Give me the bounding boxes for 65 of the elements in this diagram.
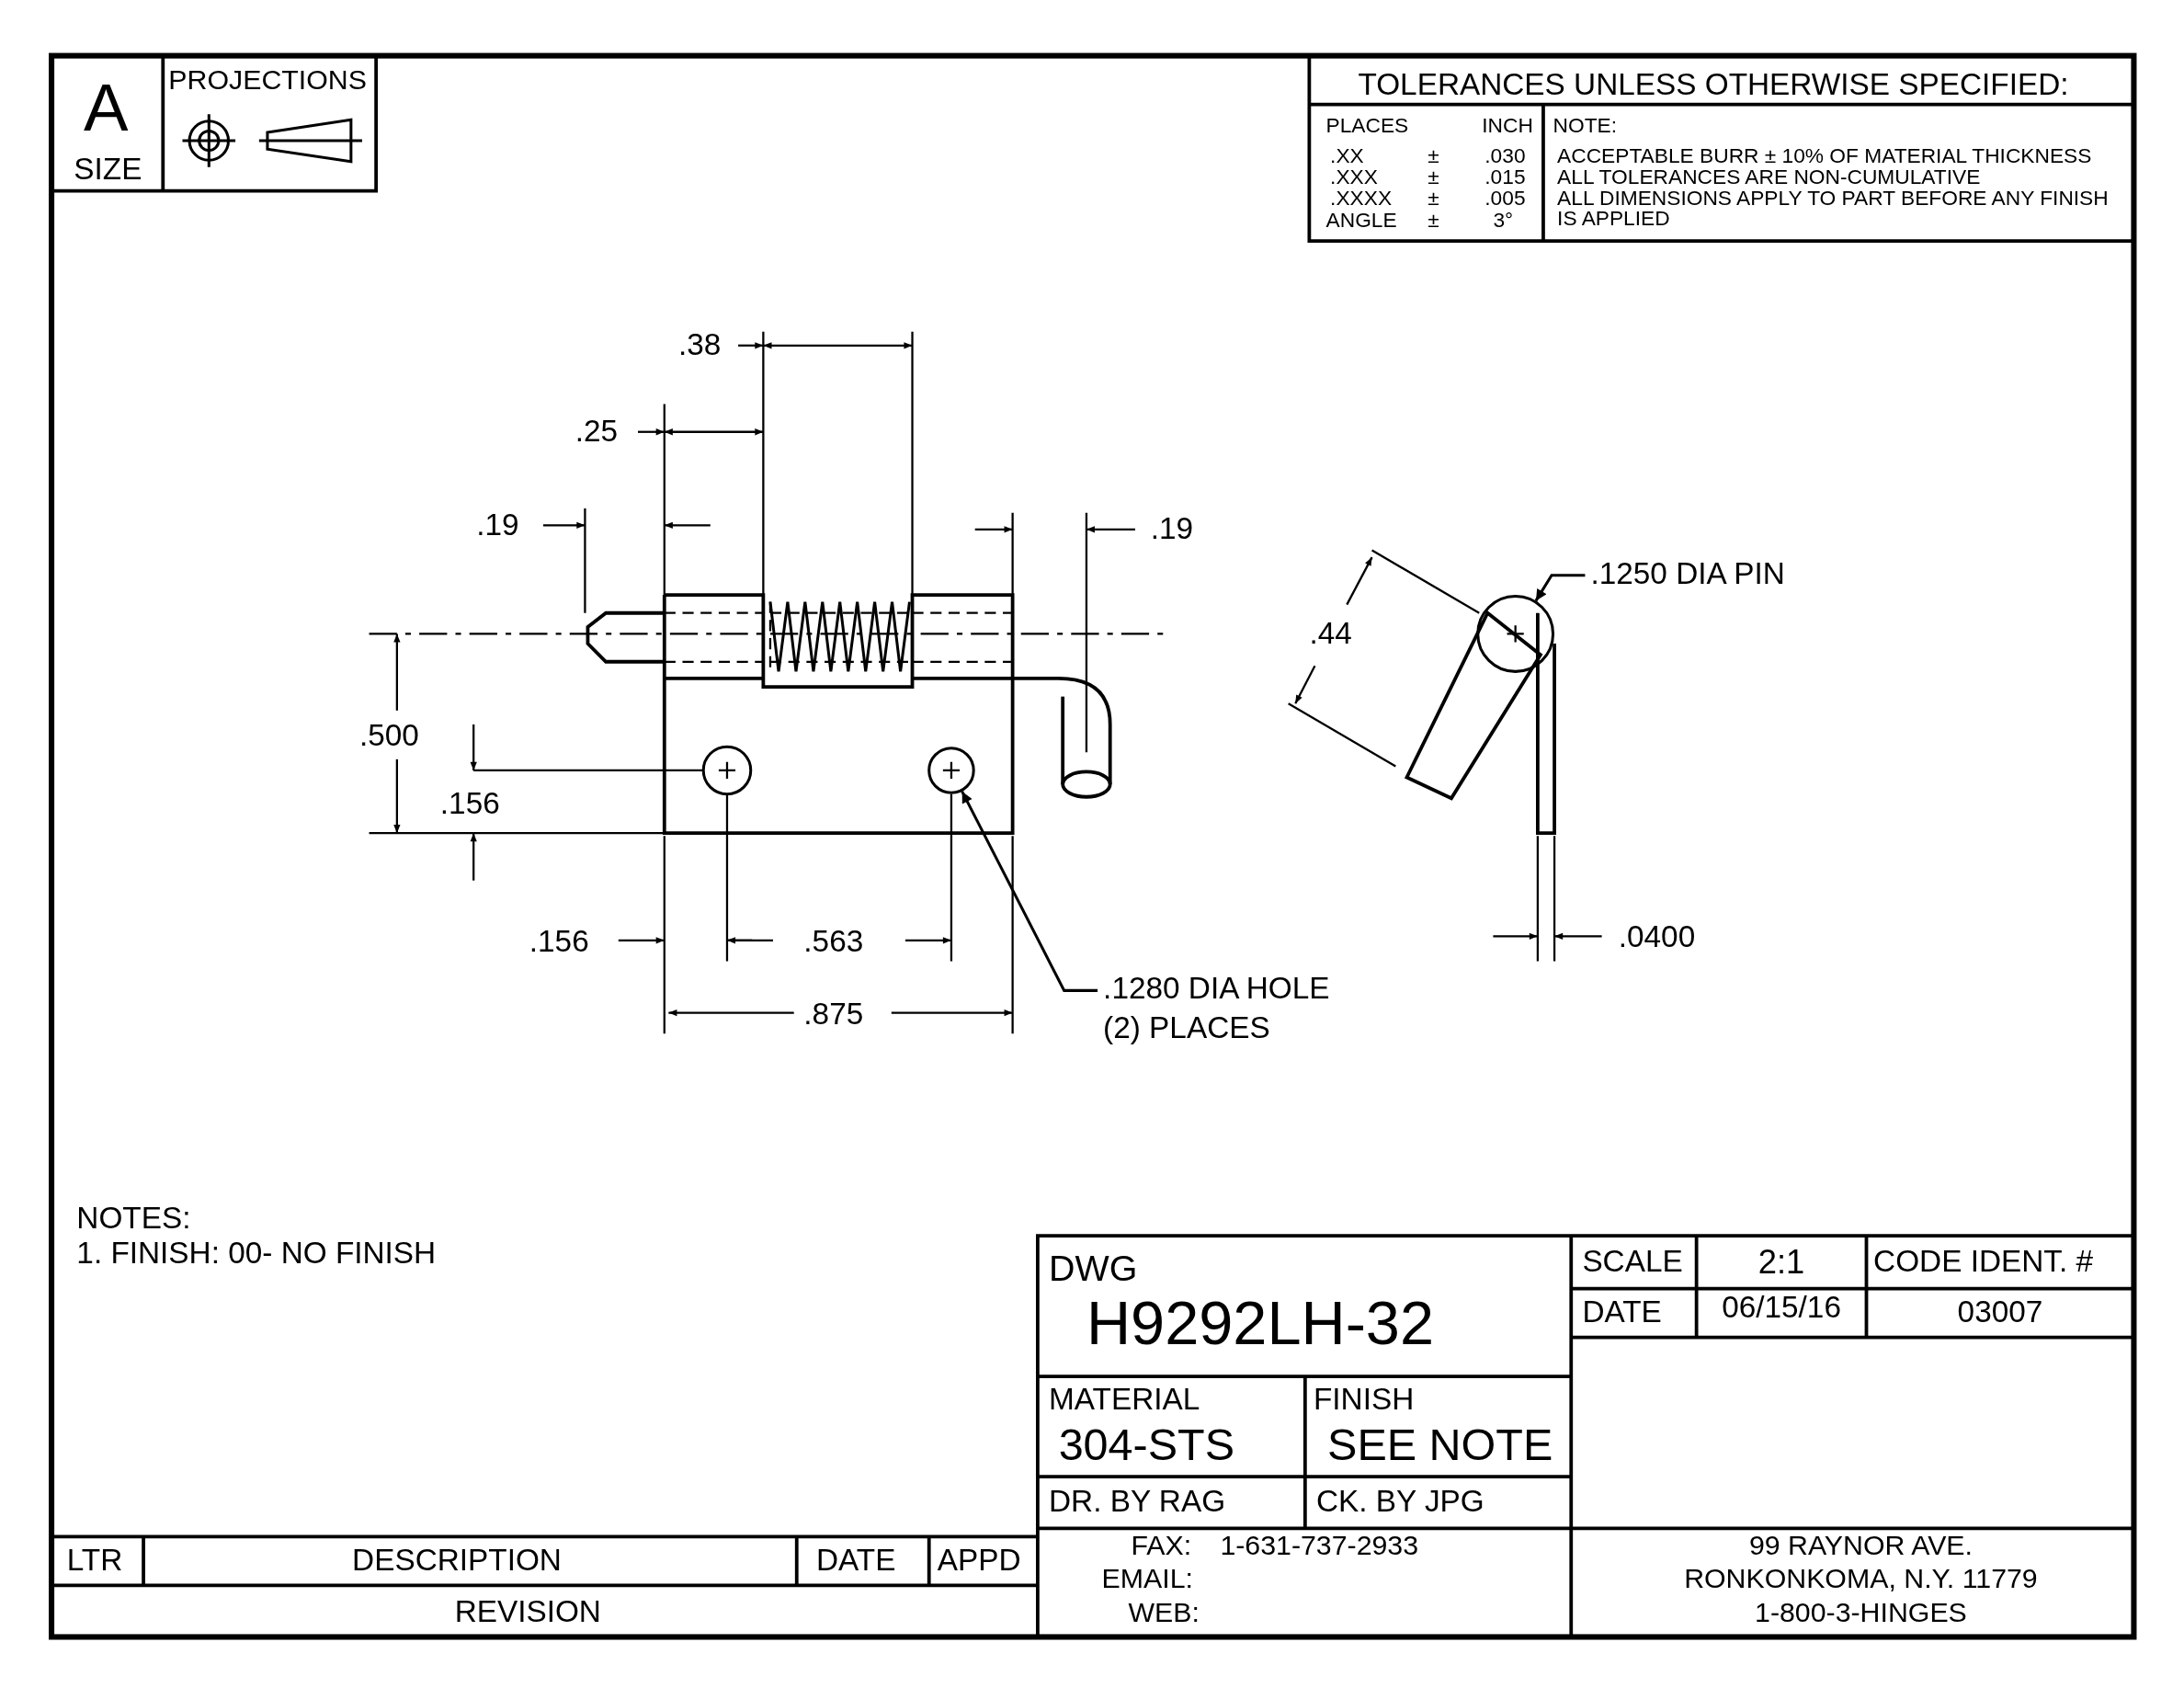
title-block-text: DESCRIPTION [352,1543,562,1578]
callout-text: .1250 DIA PIN [1590,554,1856,594]
callout-text: .1280 DIA HOLE (2) PLACES [1103,969,1361,1048]
tolerance-value: 3° [1493,209,1514,233]
tolerance-value: .005 [1484,187,1526,211]
tolerance-value: .XXXX [1330,187,1393,211]
tolerance-value: .030 [1484,144,1526,168]
title-block-text: LTR [66,1543,123,1578]
dimension-text: .19 [1150,512,1193,547]
dimension-text: .500 [358,718,419,753]
title-block-text: DR. BY RAG [1049,1485,1226,1519]
title-block-text: 99 RAYNOR AVE. [1748,1529,1973,1561]
dimension-text: .563 [803,925,864,959]
heading: TOLERANCES UNLESS OTHERWISE SPECIFIED: [1358,68,2069,102]
note-text: ALL TOLERANCES ARE NON-CUMULATIVE [1557,165,1981,189]
heading: PROJECTIONS [168,63,367,96]
dimension-text: .44 [1309,617,1352,651]
leader-line [1534,574,1586,602]
tolerance-value: ± [1428,187,1439,211]
title-block-text: 304-STS [1058,1420,1234,1470]
dimension-text: .156 [529,925,589,959]
heading: ANGLE [1325,209,1397,233]
title-block-text: 1-631-737-2933 [1220,1529,1419,1561]
title-block-text: 2:1 [1757,1244,1805,1282]
title-block-text: MATERIAL [1049,1383,1200,1418]
title-block-text: DATE [1582,1295,1662,1329]
title-block-text: WEB: [1128,1596,1200,1627]
dimension-text: .19 [476,508,519,542]
leader-line [961,791,1098,992]
title-block-text: SCALE [1582,1245,1683,1280]
note-text: 1. FINISH: 00- NO FINISH [76,1237,437,1272]
title-block-text: 03007 [1957,1295,2043,1329]
dimension-text: .156 [439,787,500,821]
tolerance-value: ± [1428,144,1439,168]
title-block-text: H9292LH-32 [1086,1290,1434,1358]
title-block-text: CK. BY JPG [1315,1485,1484,1519]
title-block-text: SEE NOTE [1327,1420,1553,1470]
title-block-text: DATE [815,1543,896,1578]
sheet-size-letter: A [83,72,129,146]
title-block-text: 1-800-3-HINGES [1755,1596,1967,1627]
title-block-text: APPD [937,1543,1021,1578]
heading: SIZE [74,153,142,188]
title-block-text: CODE IDENT. # [1873,1245,2094,1280]
title-block-text: EMAIL: [1101,1563,1193,1594]
tolerance-value: .XX [1330,144,1364,168]
title-block-text: RONKONKOMA, N.Y. 11779 [1684,1563,2038,1594]
heading: PLACES [1325,114,1409,138]
tolerance-value: ± [1428,209,1439,233]
dimension-text: .25 [574,415,619,450]
dimension-text: .875 [803,997,864,1032]
tolerance-value: .XXX [1330,165,1378,189]
heading: INCH [1482,114,1533,138]
title-block-text: FINISH [1313,1383,1415,1418]
dimension-text: .0400 [1618,920,1696,955]
title-block-text: 06/15/16 [1722,1291,1841,1326]
tolerance-value: .015 [1484,165,1526,189]
title-block-text: REVISION [454,1595,601,1629]
title-block-text: FAX: [1131,1529,1192,1561]
heading: NOTE: [1553,114,1618,138]
note-text: NOTES: [76,1202,191,1237]
title-block-text: DWG [1049,1248,1138,1289]
note-text: ACCEPTABLE BURR ± 10% OF MATERIAL THICKNESS [1557,144,2092,168]
tolerance-value: ± [1428,165,1439,189]
dimension-text: .38 [677,328,722,363]
note-text: ALL DIMENSIONS APPLY TO PART BEFORE ANY FINISH IS APPLIED [1557,187,2110,229]
